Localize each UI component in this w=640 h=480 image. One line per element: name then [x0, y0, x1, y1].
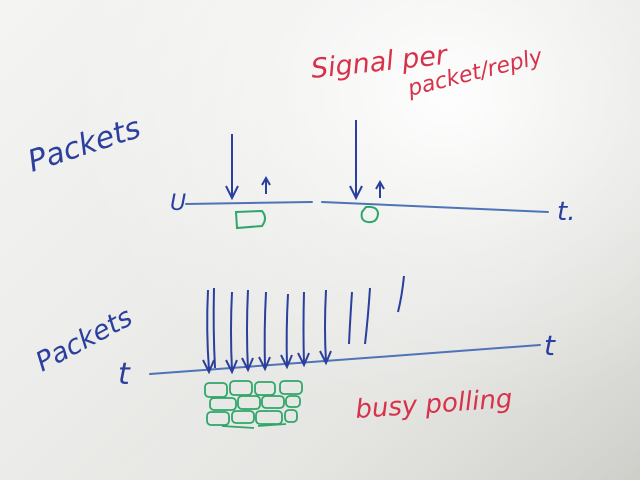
poll-arrow-3: [225, 291, 238, 375]
work-block: [284, 409, 298, 423]
busy-polling-arrows: [202, 275, 405, 375]
top-axis-end-label: t.: [557, 197, 575, 227]
work-block-underline: [221, 423, 287, 429]
bottom-diagram: Packets t t: [31, 275, 556, 429]
busy-polling-work-blocks: [204, 380, 303, 429]
poll-arrow-4: [241, 289, 254, 373]
poll-arrow-11: [397, 275, 405, 313]
top-work-box-2: [360, 205, 380, 224]
work-block: [255, 410, 283, 425]
poll-arrow-7: [297, 291, 310, 368]
bottom-timeline: [149, 344, 541, 375]
bottom-axis-end-label: t: [544, 329, 556, 362]
top-axis-start-mark: U: [170, 191, 186, 216]
top-reply-arrow-2: [375, 179, 385, 198]
top-packet-arrow-2: [349, 120, 363, 201]
poll-arrow-1: [202, 289, 215, 375]
work-block: [231, 410, 255, 424]
poll-arrow-8: [319, 289, 332, 366]
poll-arrow-10: [364, 287, 371, 345]
work-block: [206, 411, 230, 426]
top-reply-arrow-1: [261, 175, 271, 194]
top-timeline: [185, 201, 549, 213]
poll-arrow-6: [280, 293, 293, 370]
work-block: [204, 382, 228, 398]
work-block: [279, 380, 303, 395]
top-packet-arrow-1: [225, 134, 239, 201]
work-block: [229, 380, 253, 396]
poll-arrow-9: [348, 291, 353, 345]
work-block: [261, 395, 285, 409]
work-block: [254, 381, 276, 396]
top-work-box-1: [234, 209, 266, 230]
bottom-axis-start-label: t: [118, 357, 131, 392]
work-block: [209, 397, 237, 411]
poll-arrow-5: [258, 291, 271, 372]
poll-arrow-2: [212, 287, 216, 369]
work-block: [237, 395, 261, 410]
work-block: [285, 395, 301, 408]
